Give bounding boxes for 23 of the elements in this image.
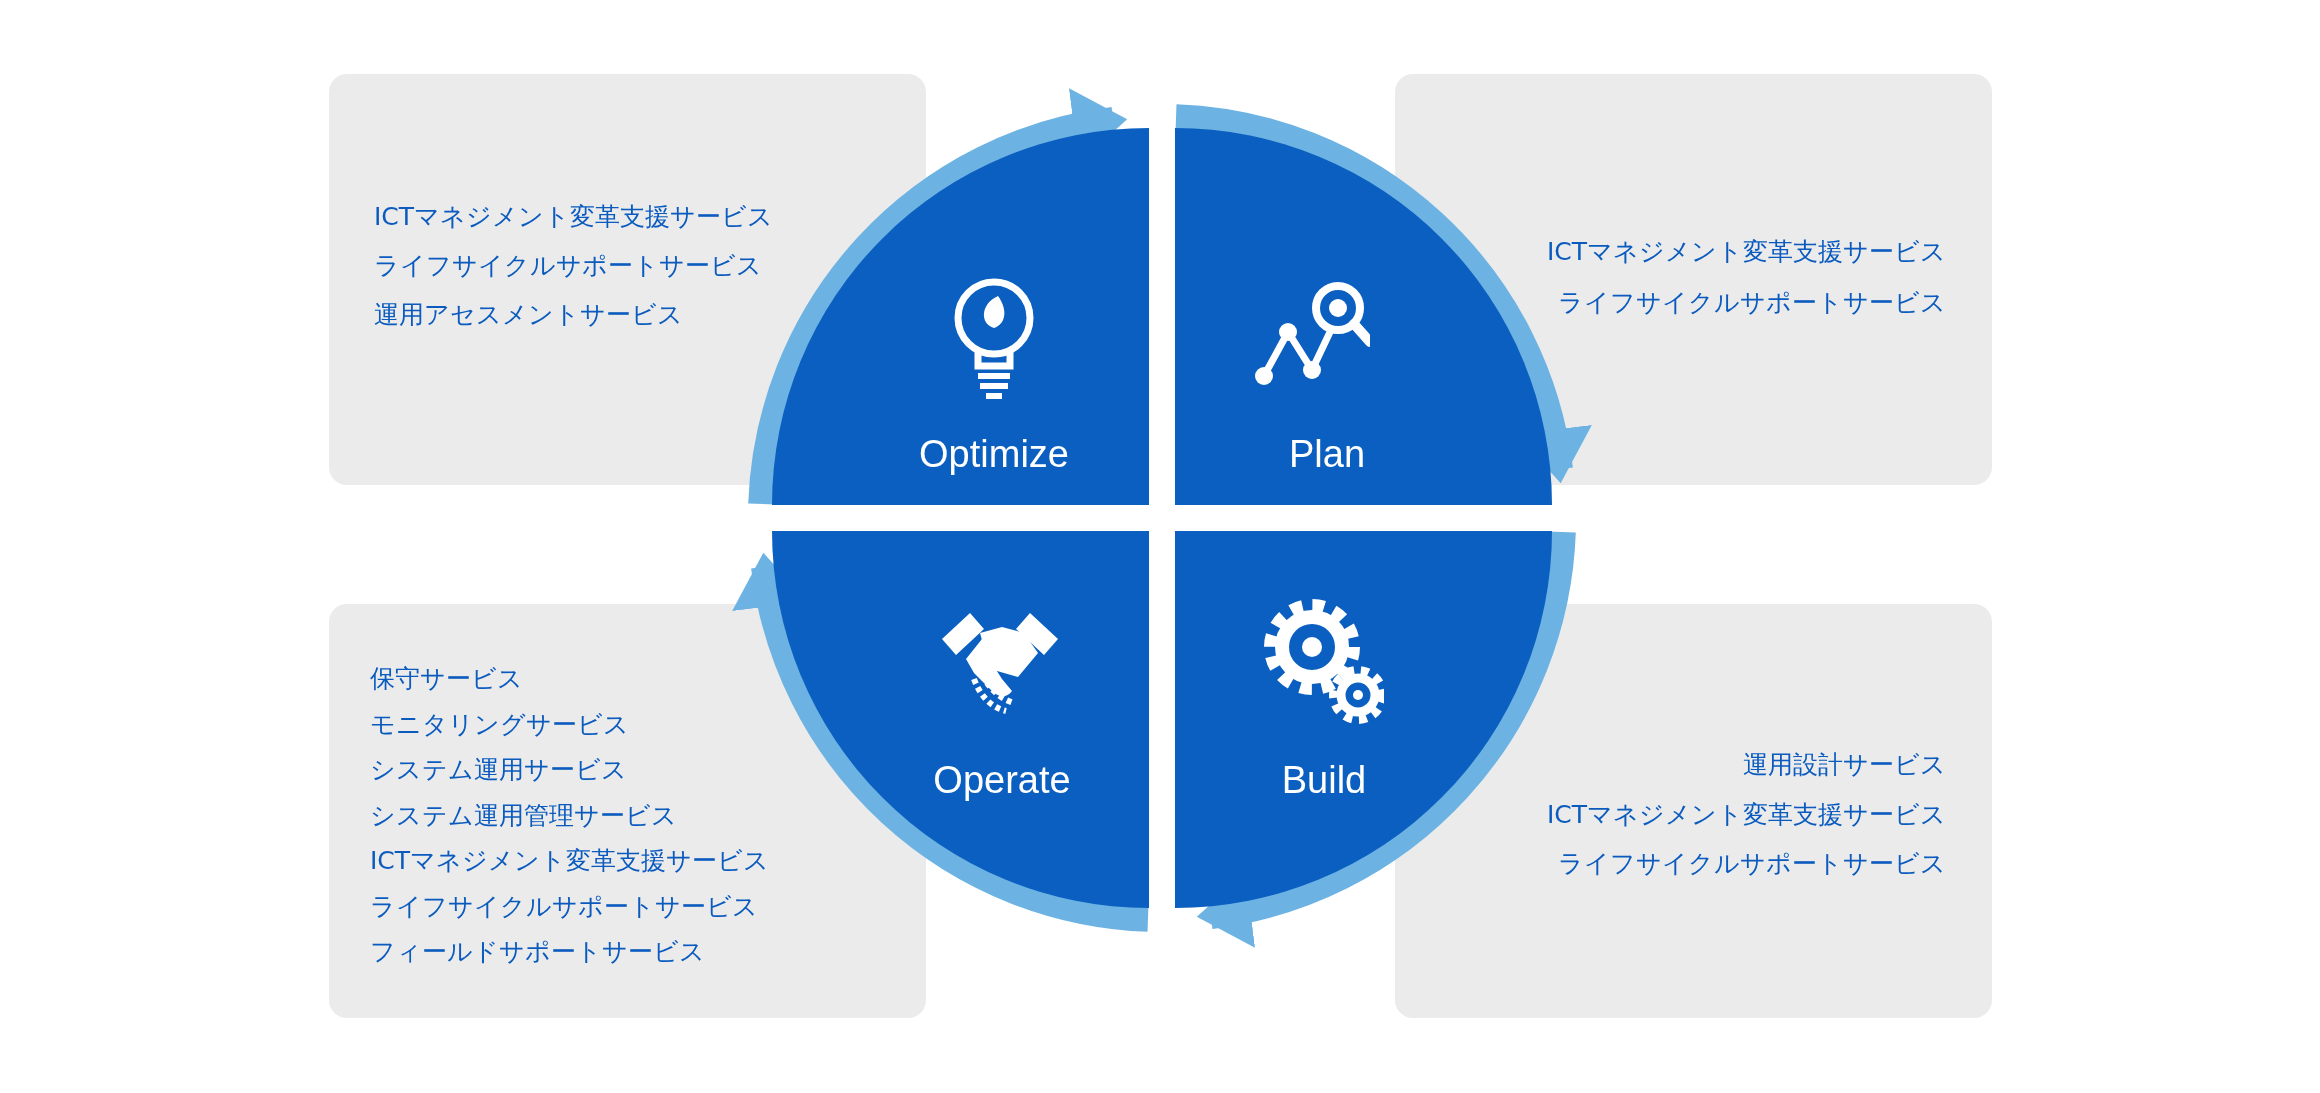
service-name: ICTマネジメント変革支援サービス — [1546, 798, 1946, 831]
service-name: フィールドサポートサービス — [370, 936, 706, 969]
stage-label: Build — [1281, 758, 1367, 802]
service-name: ライフサイクルサポートサービス — [1557, 848, 1946, 881]
cycle-arrow — [748, 91, 1128, 506]
cycle-arrow — [1196, 530, 1576, 945]
service-name: ライフサイクルサポートサービス — [370, 890, 759, 923]
service-name: ライフサイクルサポートサービス — [1557, 286, 1946, 319]
service-name: システム運用管理サービス — [370, 799, 678, 832]
stage-label: Operate — [933, 758, 1071, 802]
service-name: ライフサイクルサポートサービス — [374, 249, 763, 282]
service-name: 運用アセスメントサービス — [374, 298, 684, 331]
service-name: ICTマネジメント変革支援サービス — [370, 845, 770, 878]
service-name: 保守サービス — [370, 663, 524, 696]
service-name: システム運用サービス — [370, 754, 628, 787]
service-name: ICTマネジメント変革支援サービス — [374, 200, 774, 233]
service-name: モニタリングサービス — [370, 708, 630, 741]
cycle-arrow — [735, 552, 1150, 932]
service-name: ICTマネジメント変革支援サービス — [1546, 235, 1946, 268]
stage-label: Optimize — [919, 432, 1069, 476]
cycle-arrow — [1174, 104, 1589, 484]
service-name: 運用設計サービス — [1742, 749, 1946, 782]
stage-label: Plan — [1288, 432, 1366, 476]
